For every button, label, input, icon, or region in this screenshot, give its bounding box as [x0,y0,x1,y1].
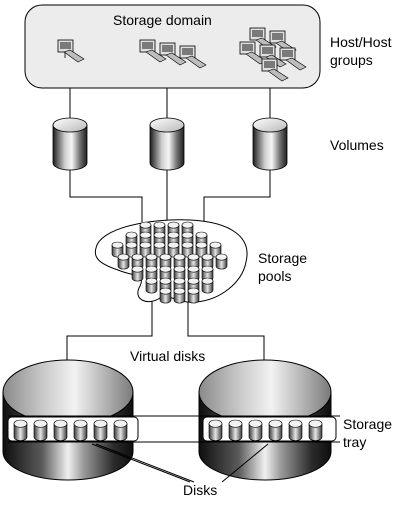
disk-cylinder [201,253,214,270]
disk-cylinder [145,253,158,270]
disk-cylinder [117,253,130,270]
disk-cylinder [53,419,68,441]
host-groups-label: Host/Host groups [330,34,392,68]
storage-domain-label: Storage domain [113,12,212,28]
disk-cylinder [159,287,172,304]
disk-cylinder [159,253,172,270]
disk-cylinder [187,287,200,304]
storage-tray-label: Storage tray [343,416,393,450]
disk-cylinder [131,253,144,270]
volume-pool-connectors [69,170,271,222]
disk-cylinder [93,419,108,441]
disk-cylinder [145,277,158,294]
storage-pools-label: Storage pools [258,250,308,284]
disk-cylinder [181,241,194,258]
computer-icon [261,58,289,82]
volume-cylinder [149,117,185,171]
disk-cylinder [159,265,172,282]
disk-cylinder [167,241,180,258]
computer-icon [279,47,307,71]
host-group-six [239,27,307,82]
disk-callout-lines [91,443,269,483]
disk-cylinder [248,419,263,441]
computer-icon [139,39,167,63]
disk-cylinder [215,253,228,270]
volumes-label: Volumes [330,137,384,153]
disk-cylinder [173,287,186,304]
disk-cylinder [173,253,186,270]
volume-cylinder [252,117,288,171]
disk-cylinder [201,265,214,282]
disk-cylinder [268,419,283,441]
disk-cylinder [73,419,88,441]
computer-icon [179,45,207,69]
pool-cylinders [111,221,228,304]
host-group-single [57,39,85,63]
host-volume-connectors [69,88,271,122]
disks-label: Disks [183,482,218,498]
disk-cylinder [288,419,303,441]
disk-cylinder [113,419,128,441]
disk-cylinder [228,419,243,441]
disk-cylinder [209,241,222,258]
disk-cylinder [308,419,323,441]
tray-disks [13,419,323,441]
disk-cylinder [13,419,28,441]
disk-cylinder [33,419,48,441]
computer-icon [159,42,187,66]
disk-cylinder [201,277,214,294]
pool-tray-connectors [66,296,265,360]
disk-cylinder [145,265,158,282]
disk-cylinder [208,419,223,441]
volume-cylinder [52,117,88,171]
disk-cylinder [187,265,200,282]
computer-icon [57,39,85,63]
disk-cylinder [131,265,144,282]
computer-icon [239,41,267,65]
disk-cylinder [187,253,200,270]
host-group-three [139,39,207,69]
virtual-disks-label: Virtual disks [130,348,206,364]
